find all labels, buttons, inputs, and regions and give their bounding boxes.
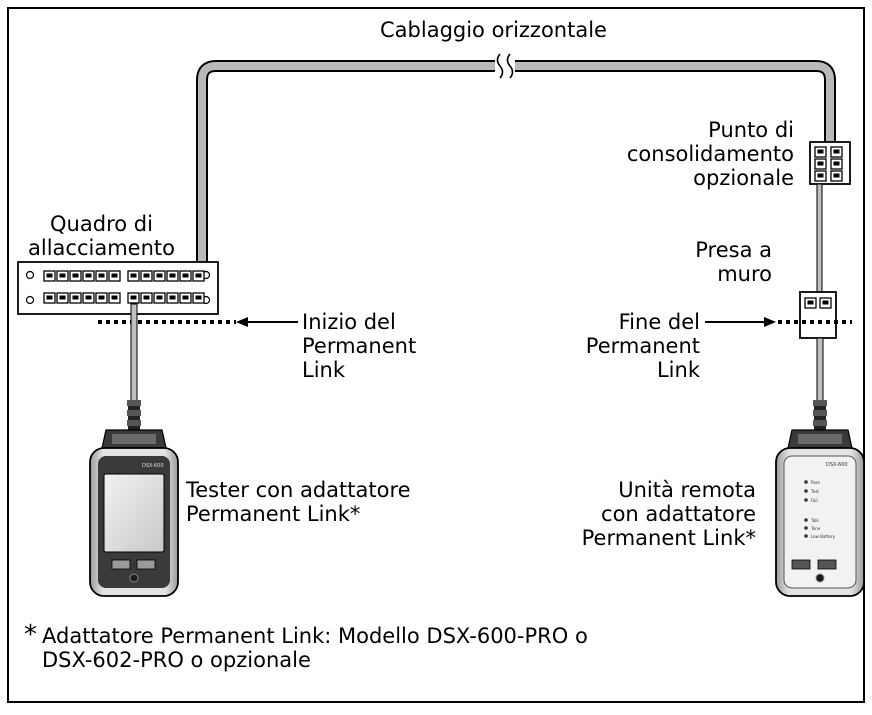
- tester-label: Tester con adattatore Permanent Link*: [186, 478, 411, 526]
- remote-model-text: DSX-600: [826, 462, 848, 468]
- link-start-arrowhead: [236, 317, 248, 327]
- patch-panel: [17, 261, 219, 315]
- horizontal-cabling-label: Cablaggio orizzontale: [380, 18, 607, 42]
- wall-outlet-label: Presa a muro: [695, 238, 772, 286]
- remote-device: DSX-600 Pass Test Fail Talk Tone Low Bat…: [775, 429, 865, 597]
- remote-cable-boot: [813, 400, 827, 430]
- remote-led-label: Test: [810, 489, 819, 494]
- cable-break-gap: [495, 56, 515, 78]
- tester-model-text: DSX-600: [142, 463, 164, 469]
- wall-outlet: [799, 291, 837, 339]
- cable-break-mark: [506, 53, 514, 79]
- link-end-label: Fine del Permanent Link: [585, 310, 700, 382]
- footnote-text: Adattatore Permanent Link: Modello DSX-6…: [42, 624, 588, 672]
- patch-panel-label: Quadro di allacciamento: [28, 212, 175, 260]
- horizontal-cable: [198, 62, 834, 262]
- remote-led-label: Tone: [810, 526, 821, 531]
- tester-cable: [130, 303, 138, 403]
- footnote-line-2: DSX-602-PRO o opzionale: [42, 648, 311, 672]
- remote-led-label: Pass: [811, 480, 820, 485]
- remote-label: Unità remota con adattatore Permanent Li…: [581, 478, 756, 550]
- remote-led-label: Fail: [811, 498, 818, 503]
- footnote-line-1: Adattatore Permanent Link: Modello DSX-6…: [42, 624, 588, 648]
- tester-cable-boot: [127, 400, 141, 430]
- link-start-label: Inizio del Permanent Link: [302, 310, 417, 382]
- tester-device: DSX-600: [89, 429, 179, 597]
- cp-to-outlet-cable: [816, 183, 823, 295]
- consolidation-point-label: Punto di consolidamento opzionale: [626, 118, 794, 190]
- footnote-marker: *: [24, 620, 37, 650]
- remote-led-label: Low Battery: [811, 534, 836, 539]
- consolidation-point-box: [809, 141, 851, 185]
- remote-cable: [816, 337, 824, 403]
- link-end-arrowhead: [764, 317, 776, 327]
- cable-break-mark: [496, 53, 504, 79]
- remote-led-label: Talk: [810, 518, 819, 523]
